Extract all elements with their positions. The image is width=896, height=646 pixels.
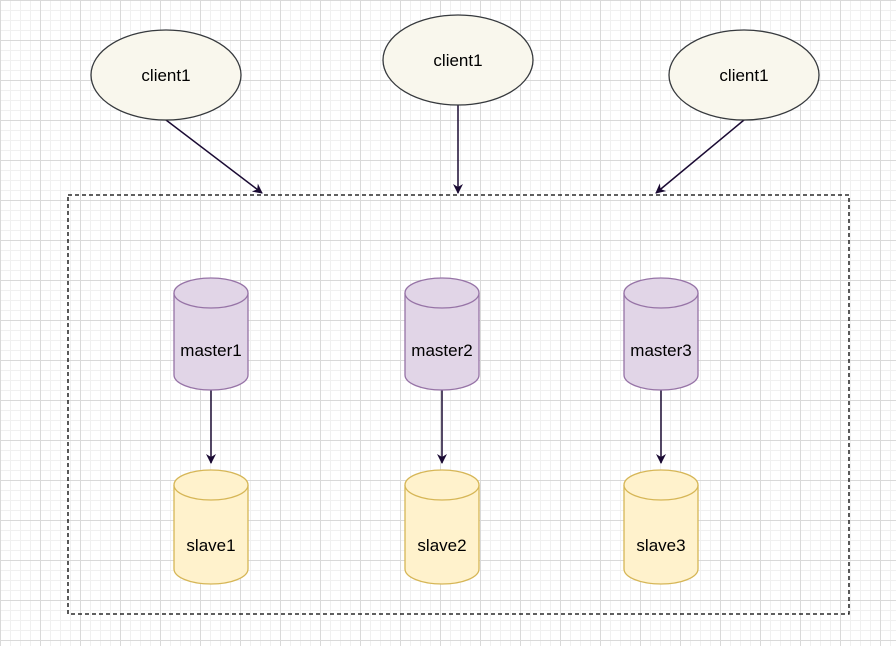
edge-client-right-to-cluster[interactable] bbox=[655, 119, 745, 194]
master1-node[interactable]: master1 bbox=[173, 277, 249, 391]
client-label-right: client1 bbox=[719, 66, 768, 85]
client-node-middle[interactable]: client1 bbox=[382, 14, 534, 106]
client-node-right[interactable]: client1 bbox=[668, 29, 820, 121]
slave2-label: slave2 bbox=[417, 536, 466, 555]
edge-client-left-to-cluster[interactable] bbox=[165, 119, 263, 194]
slave1-node[interactable]: slave1 bbox=[173, 469, 249, 585]
slave3-node[interactable]: slave3 bbox=[623, 469, 699, 585]
client-label-left: client1 bbox=[141, 66, 190, 85]
cluster-boundary[interactable] bbox=[67, 194, 850, 615]
master3-label: master3 bbox=[630, 341, 691, 360]
master1-label: master1 bbox=[180, 341, 241, 360]
client-label-middle: client1 bbox=[433, 51, 482, 70]
slave3-label: slave3 bbox=[636, 536, 685, 555]
master3-node[interactable]: master3 bbox=[623, 277, 699, 391]
master2-label: master2 bbox=[411, 341, 472, 360]
client-node-left[interactable]: client1 bbox=[90, 29, 242, 121]
slave1-label: slave1 bbox=[186, 536, 235, 555]
slave2-node[interactable]: slave2 bbox=[404, 469, 480, 585]
master2-node[interactable]: master2 bbox=[404, 277, 480, 391]
